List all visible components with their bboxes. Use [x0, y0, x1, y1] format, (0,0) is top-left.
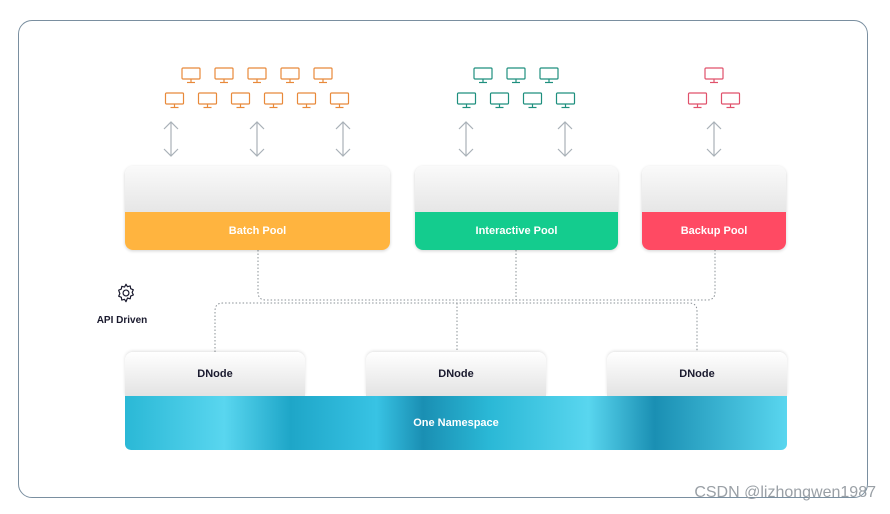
dnode-1: DNode: [125, 352, 305, 396]
monitor-icon: [214, 67, 234, 84]
dnode-3: DNode: [607, 352, 787, 396]
interactive-pool: Interactive Pool: [415, 166, 618, 250]
monitor-icon: [313, 67, 333, 84]
monitor-icon: [555, 92, 576, 109]
bidirectional-arrow-icon: [163, 121, 179, 157]
api-driven-label: API Driven: [96, 315, 148, 326]
monitor-icon: [506, 67, 526, 84]
monitor-icon: [247, 67, 267, 84]
gear-icon: [118, 283, 134, 303]
monitor-icon: [522, 92, 543, 109]
monitor-icon: [230, 92, 251, 109]
bidirectional-arrow-icon: [706, 121, 722, 157]
interactive-pool-label: Interactive Pool: [415, 212, 618, 250]
backup-pool-label: Backup Pool: [642, 212, 786, 250]
dnode-2: DNode: [366, 352, 546, 396]
monitor-icon: [687, 92, 708, 109]
watermark: CSDN @lizhongwen1987: [694, 484, 876, 501]
monitor-icon: [296, 92, 317, 109]
monitor-icon: [539, 67, 559, 84]
bidirectional-arrow-icon: [458, 121, 474, 157]
pool-node-area: [642, 166, 786, 212]
backup-pool: Backup Pool: [642, 166, 786, 250]
monitor-icon: [720, 92, 741, 109]
bidirectional-arrow-icon: [335, 121, 351, 157]
monitor-icon: [489, 92, 510, 109]
monitor-icon: [473, 67, 493, 84]
monitor-icon: [280, 67, 300, 84]
api-driven: API Driven: [97, 282, 154, 326]
monitor-icon: [704, 67, 724, 84]
batch-pool-label: Batch Pool: [125, 212, 390, 250]
pool-bus-connector: [257, 250, 716, 301]
pool-node-area: [415, 166, 618, 212]
pool-node-area: [125, 166, 390, 212]
bidirectional-arrow-icon: [557, 121, 573, 157]
monitor-icon: [456, 92, 477, 109]
dnode-bus-connector: [214, 302, 698, 352]
monitor-icon: [164, 92, 185, 109]
monitor-icon: [263, 92, 284, 109]
monitor-icon: [181, 67, 201, 84]
monitor-icon: [329, 92, 350, 109]
batch-pool: Batch Pool: [125, 166, 390, 250]
bidirectional-arrow-icon: [249, 121, 265, 157]
one-namespace: One Namespace: [125, 396, 787, 450]
monitor-icon: [197, 92, 218, 109]
